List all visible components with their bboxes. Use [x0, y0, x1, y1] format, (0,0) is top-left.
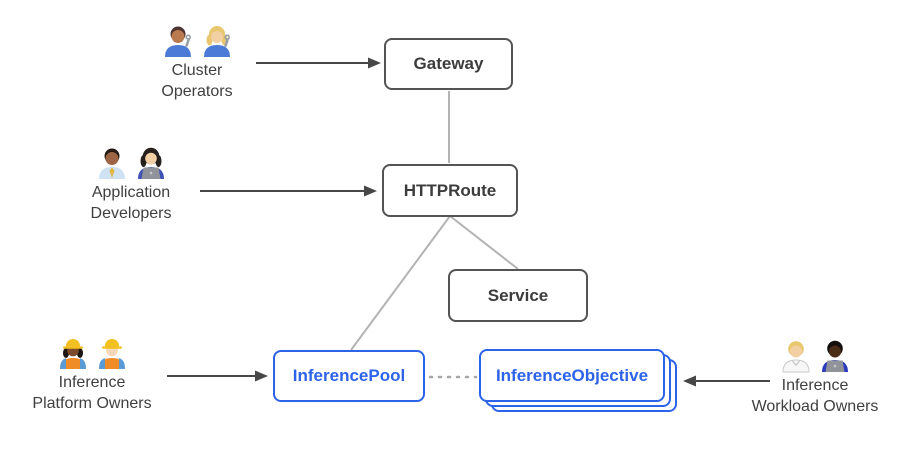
persona-inference-workload-owners: Inference Workload Owners: [735, 339, 895, 417]
inference-workload-owners-label-line2: Workload Owners: [751, 398, 879, 415]
node-inference-pool-label: InferencePool: [292, 366, 406, 385]
node-inference-objective: InferenceObjective: [479, 349, 677, 412]
inference-platform-owners-label-line2: Platform Owners: [32, 395, 152, 412]
scientist-icon: [781, 341, 810, 373]
man-office-worker-icon: [98, 148, 125, 179]
inference-platform-owners-emoji: [12, 336, 172, 370]
persona-application-developers: Application Developers: [51, 146, 211, 224]
application-developers-label-line1: Application: [91, 184, 171, 201]
cluster-operators-emoji: [117, 24, 277, 58]
inference-platform-owners-label-line1: Inference: [58, 374, 126, 391]
cluster-operators-label-line1: Cluster: [171, 62, 223, 79]
inference-workload-owners-label-line1: Inference: [781, 377, 849, 394]
man-technologist-dark-icon: [821, 340, 848, 372]
node-gateway-label: Gateway: [413, 54, 484, 73]
node-gateway: Gateway: [384, 38, 513, 90]
woman-technologist-icon: [137, 147, 164, 179]
woman-mechanic-icon: [203, 26, 230, 57]
node-httproute-label: HTTPRoute: [403, 180, 497, 200]
edge-httproute-service: [449, 215, 519, 270]
node-httproute: HTTPRoute: [382, 164, 518, 217]
inference-workload-owners-emoji: [735, 339, 895, 373]
node-inference-objective-front: InferenceObjective: [479, 349, 665, 402]
node-service: Service: [448, 269, 588, 322]
application-developers-emoji: [51, 146, 211, 180]
node-inference-pool: InferencePool: [273, 350, 425, 402]
man-construction-worker-icon: [98, 339, 125, 369]
node-service-label: Service: [487, 285, 549, 305]
application-developers-label-line2: Developers: [90, 205, 172, 222]
persona-inference-platform-owners: Inference Platform Owners: [12, 336, 172, 414]
cluster-operators-label-line2: Operators: [161, 83, 233, 100]
node-inference-objective-label: InferenceObjective: [495, 365, 649, 385]
man-mechanic-icon: [164, 26, 191, 57]
edge-httproute-inferencepool: [350, 215, 451, 351]
woman-construction-worker-icon: [59, 339, 86, 369]
persona-cluster-operators: Cluster Operators: [117, 24, 277, 102]
